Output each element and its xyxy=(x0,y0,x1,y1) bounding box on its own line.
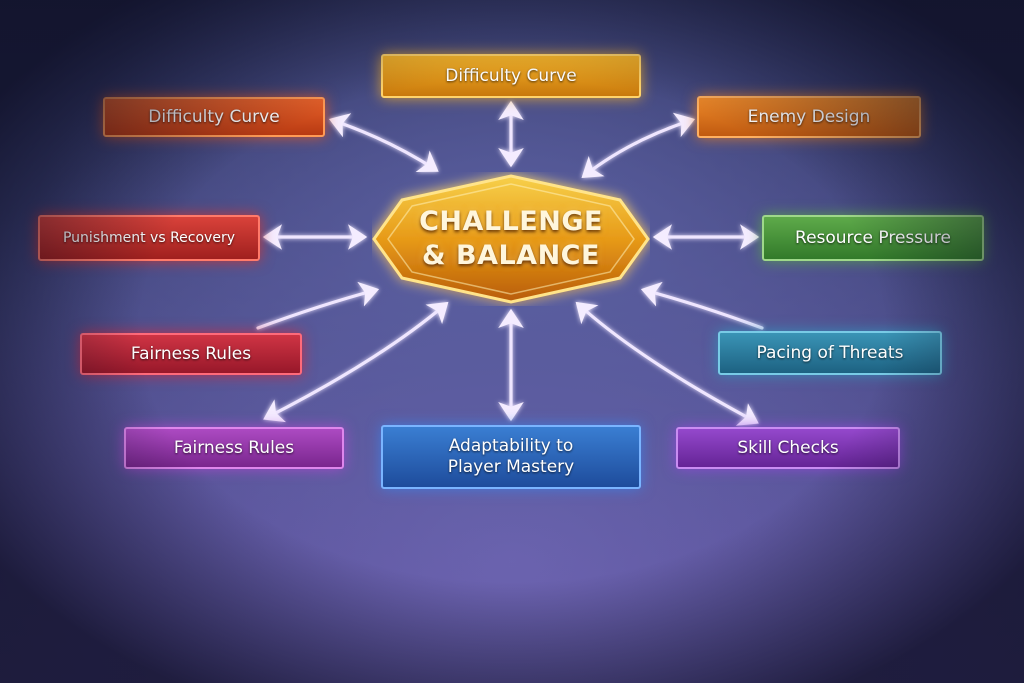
hub-title-line1: CHALLENGE xyxy=(419,206,603,237)
arrow-top-left xyxy=(328,113,439,172)
node-enemy-design: Enemy Design xyxy=(697,96,921,138)
node-fairness-rules-upper: Fairness Rules xyxy=(80,333,302,375)
node-punishment-vs-recovery: Punishment vs Recovery xyxy=(38,215,260,261)
central-hub: CHALLENGE & BALANCE xyxy=(372,172,650,306)
node-pacing-of-threats: Pacing of Threats xyxy=(718,331,942,375)
arrow-fairness-upper xyxy=(256,281,380,330)
arrow-top-right xyxy=(581,112,696,178)
node-difficulty-curve-left: Difficulty Curve xyxy=(103,97,325,137)
node-resource-pressure: Resource Pressure xyxy=(762,215,984,261)
node-difficulty-curve-top: Difficulty Curve xyxy=(381,54,641,98)
node-skill-checks: Skill Checks xyxy=(676,427,900,469)
node-adaptability-to-player-mastery: Adaptability to Player Mastery xyxy=(381,425,641,489)
node-fairness-rules-lower: Fairness Rules xyxy=(124,427,344,469)
hub-title-line2: & BALANCE xyxy=(422,240,600,271)
arrow-pacing xyxy=(640,281,764,330)
